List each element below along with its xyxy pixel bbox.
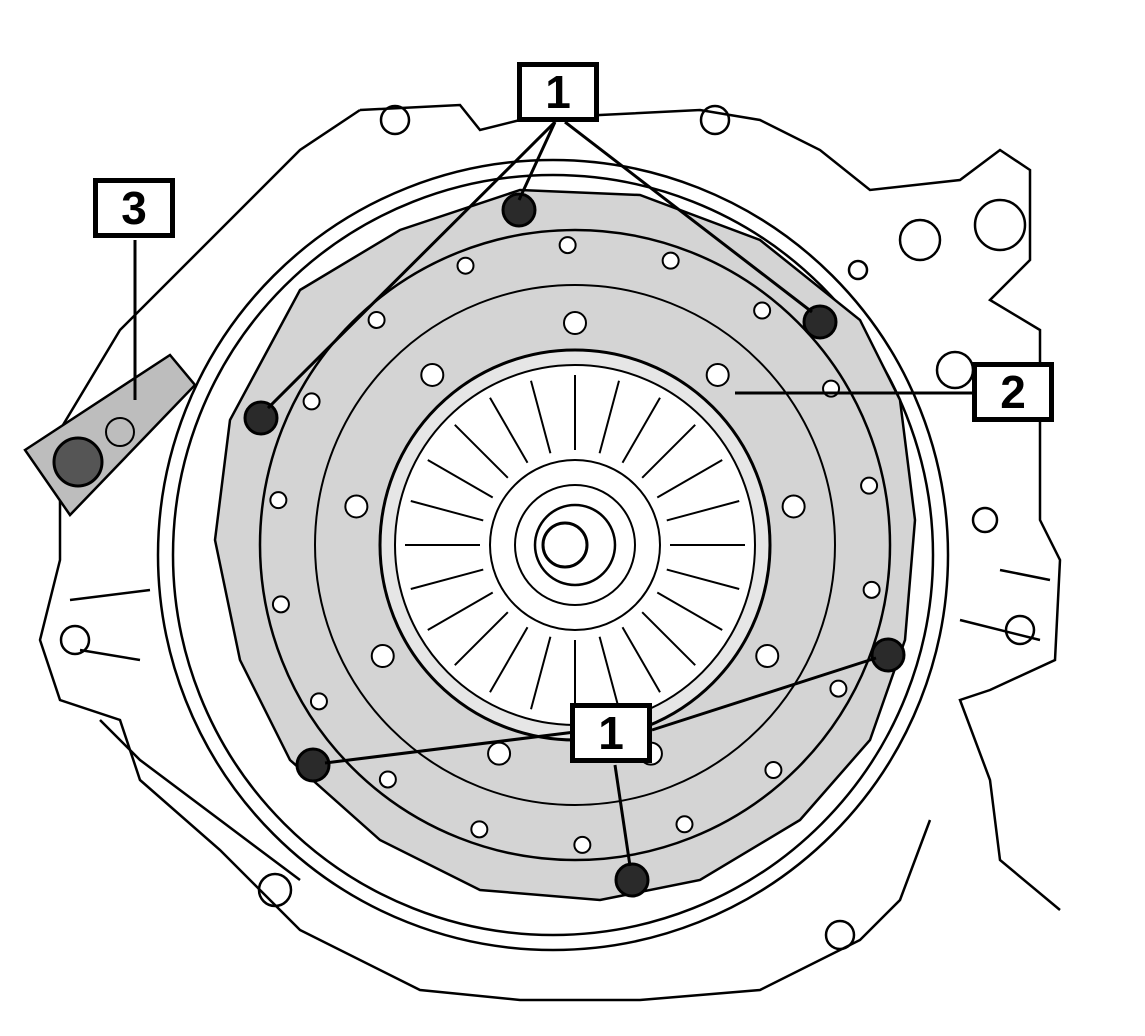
rivet-hole	[420, 362, 445, 387]
diaphragm-finger	[641, 424, 696, 479]
pressure-plate	[213, 188, 917, 902]
diaphragm-finger	[598, 380, 620, 454]
bolt	[243, 400, 279, 436]
diaphragm-finger	[427, 459, 494, 499]
diaphragm-finger	[598, 636, 620, 710]
rivet-hole	[829, 679, 848, 698]
bolt	[614, 862, 650, 898]
diaphragm-finger	[656, 591, 723, 631]
diaphragm-finger	[641, 611, 696, 666]
rivet-hole	[344, 494, 369, 519]
diaphragm-finger	[489, 626, 529, 693]
rivet-hole	[573, 835, 592, 854]
leader-lines	[133, 120, 972, 867]
diaphragm-finger	[489, 397, 529, 464]
diaphragm-finger	[410, 500, 484, 522]
rivet-hole	[309, 692, 328, 711]
diaphragm-finger	[666, 500, 740, 522]
rivet-hole	[753, 301, 772, 320]
bolt	[501, 192, 537, 228]
diaphragm-finger	[621, 397, 661, 464]
rivet-hole	[378, 770, 397, 789]
rivet-hole	[764, 761, 783, 780]
diaphragm-finger	[666, 568, 740, 590]
diaphragm-finger	[427, 591, 494, 631]
diaphragm-finger	[530, 636, 552, 710]
bolt	[870, 637, 906, 673]
rivet-hole	[302, 392, 321, 411]
rivet-hole	[269, 491, 288, 510]
diaphragm-finger	[454, 611, 509, 666]
rivet-hole	[661, 251, 680, 270]
rivet-hole	[367, 310, 386, 329]
diaphragm-finger	[621, 626, 661, 693]
diaphragm-finger	[410, 568, 484, 590]
rivet-hole	[456, 256, 475, 275]
bolt	[802, 304, 838, 340]
rivet-hole	[558, 236, 577, 255]
rivet-hole	[862, 580, 881, 599]
rivet-hole	[370, 644, 395, 668]
diaphragm-finger	[530, 380, 552, 454]
bolt	[295, 747, 331, 783]
callout-locking-plate: 3	[93, 178, 175, 238]
rivet-hole	[563, 311, 587, 335]
rivet-hole	[781, 494, 806, 519]
rivet-hole	[705, 362, 730, 387]
rivet-hole	[675, 815, 694, 834]
diaphragm-finger	[454, 424, 509, 479]
rivet-hole	[487, 741, 512, 766]
rivet-hole	[470, 820, 489, 839]
callout-bolts-bottom: 1	[570, 703, 652, 763]
callout-bolts-top: 1	[517, 62, 599, 122]
rivet-hole	[271, 595, 290, 614]
rivet-hole	[860, 476, 879, 495]
rivet-hole	[755, 644, 780, 668]
locking-plate	[23, 353, 197, 517]
diaphragm-finger	[656, 459, 723, 499]
callout-pressure-plate: 2	[972, 362, 1054, 422]
